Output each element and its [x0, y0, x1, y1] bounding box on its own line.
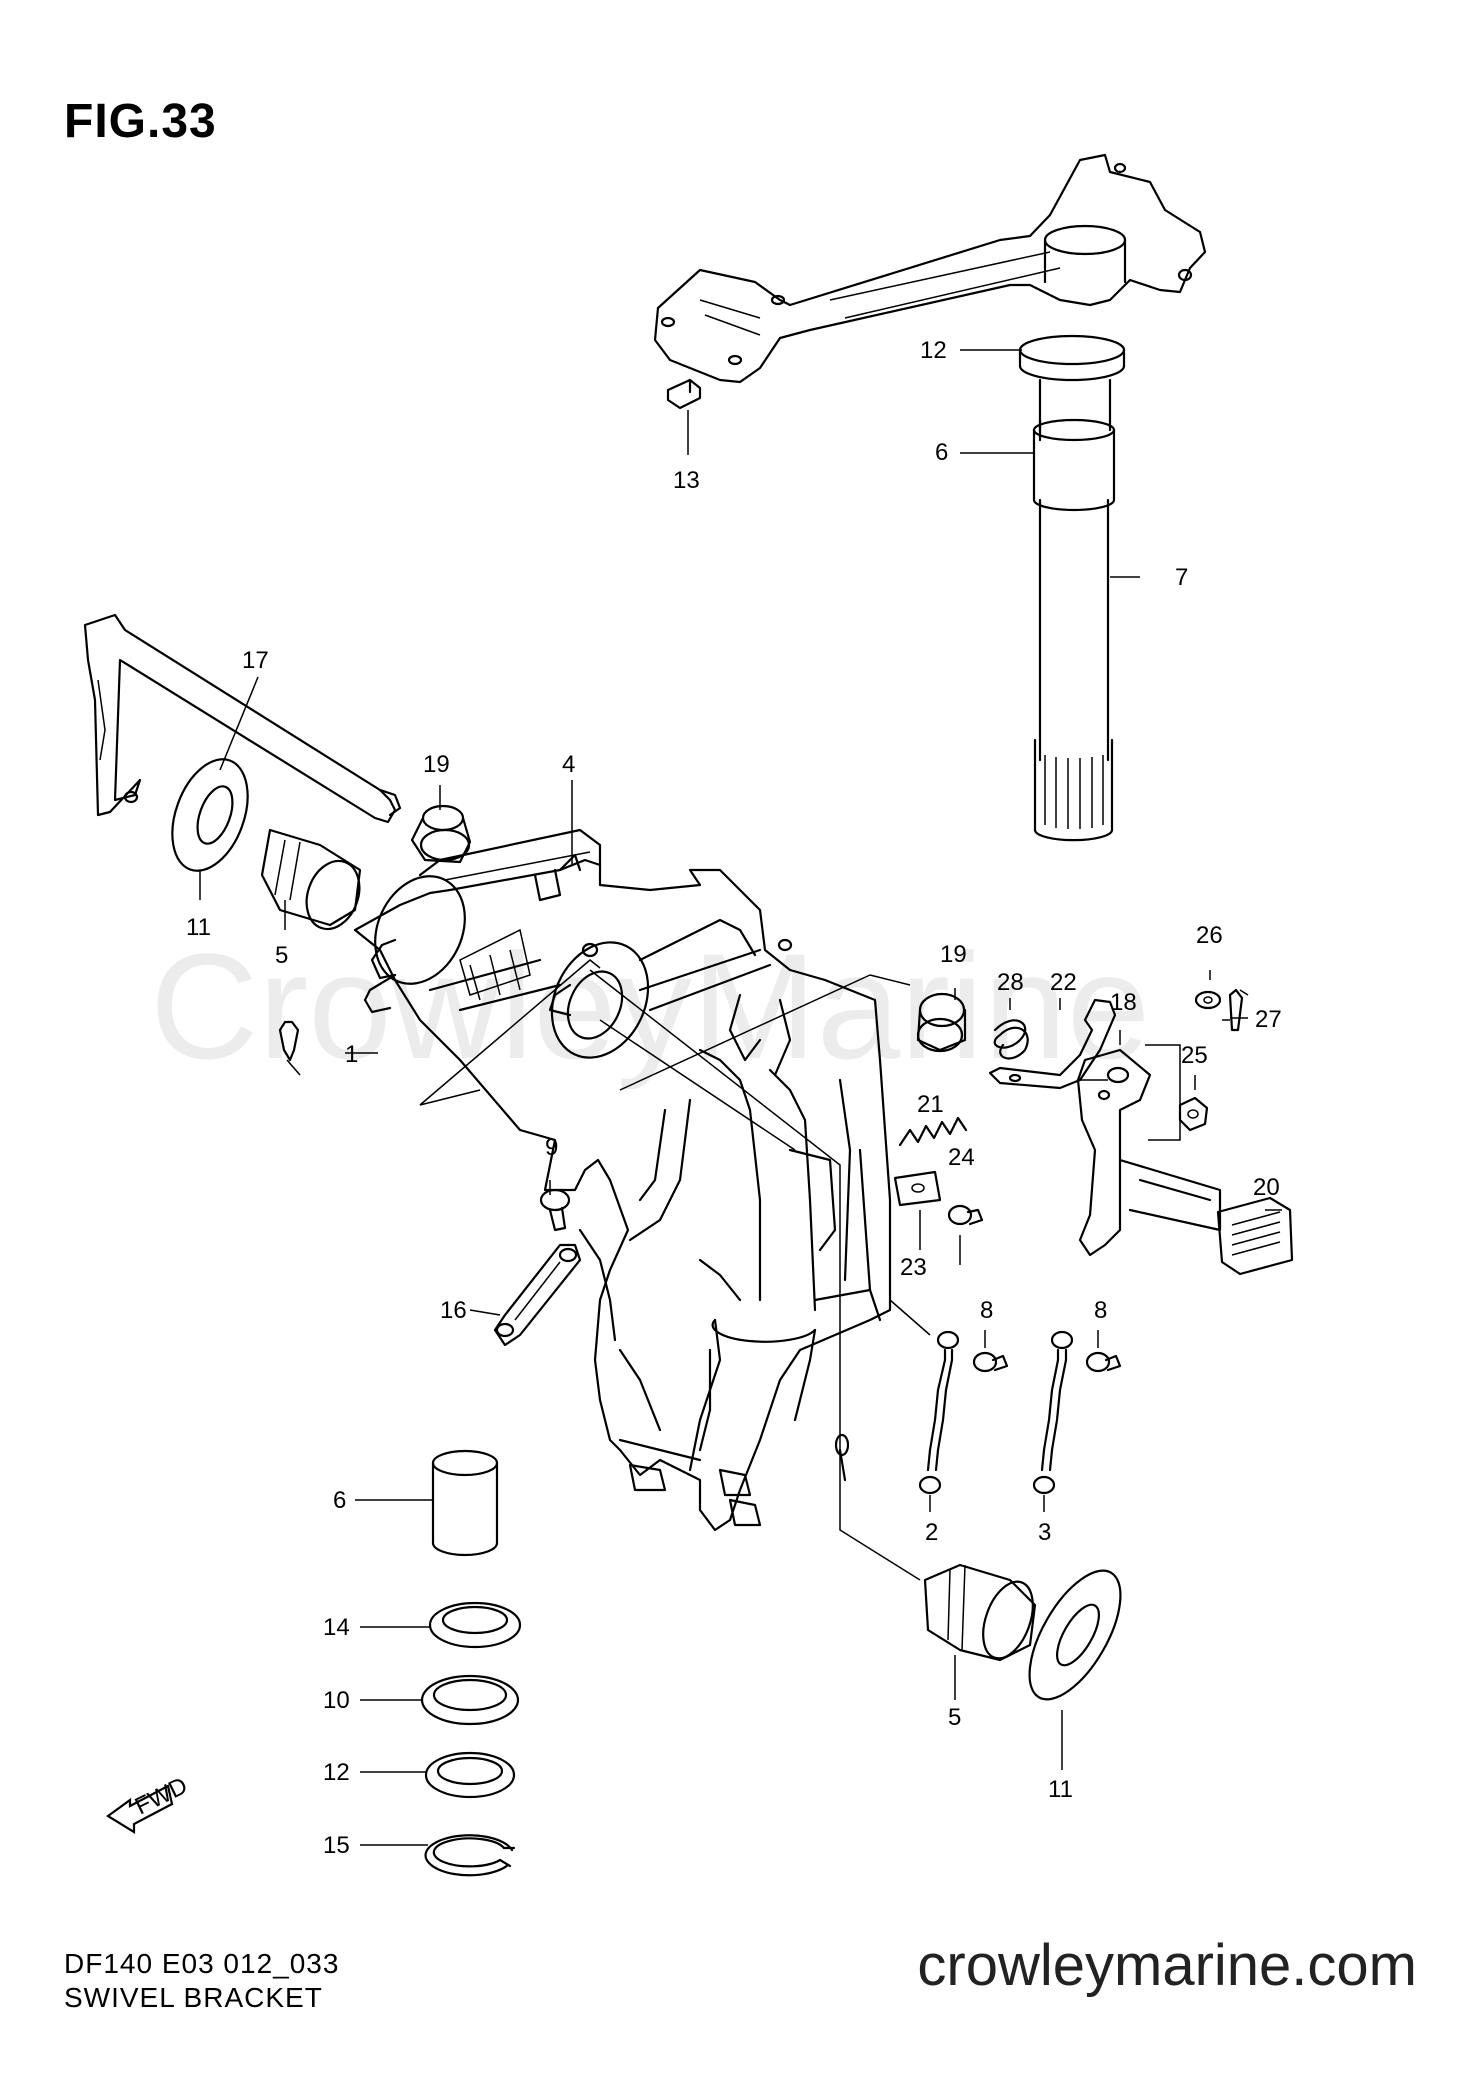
part-8-screw-left[interactable] [972, 1351, 1009, 1373]
callout-2: 2 [925, 1519, 938, 1546]
callout-25: 25 [1181, 1042, 1208, 1069]
fwd-label: FWD [131, 1772, 192, 1820]
part-11-washer-upper[interactable] [158, 749, 262, 881]
part-11-washer-lower[interactable] [1011, 1557, 1138, 1714]
part-12-washer-lower[interactable] [424, 1751, 516, 1799]
diagram-code: DF140 E03 012_033 [64, 1948, 340, 1979]
part-20-grip[interactable] [1216, 1196, 1294, 1276]
callout-21: 21 [917, 1091, 944, 1118]
callout-labels: 12 6 13 7 17 19 4 11 5 1 19 28 22 26 18 … [186, 337, 1282, 1859]
part-1-grease-nipple[interactable] [278, 1020, 300, 1062]
callout-7: 7 [1175, 564, 1188, 591]
part-5-bushing-lower[interactable] [923, 1563, 1042, 1665]
callout-11-upper: 11 [186, 914, 211, 941]
callout-24: 24 [948, 1144, 975, 1171]
callout-19-left: 19 [423, 751, 450, 778]
part-5-bushing-upper[interactable] [260, 828, 368, 936]
callout-10: 10 [323, 1687, 350, 1714]
callout-20: 20 [1253, 1174, 1280, 1201]
callout-26: 26 [1196, 922, 1223, 949]
part-9-bolt[interactable] [539, 1188, 571, 1232]
callout-1: 1 [345, 1041, 358, 1068]
part-2-ground-wire[interactable] [918, 1330, 960, 1495]
callout-19-right: 19 [940, 941, 967, 968]
part-27-cotter-pin[interactable] [1228, 988, 1244, 1032]
part-19-bushing-left[interactable] [410, 804, 472, 864]
callout-15: 15 [323, 1832, 350, 1859]
callout-14: 14 [323, 1614, 350, 1641]
part-17-tilt-lock-rod[interactable] [83, 613, 402, 824]
callout-8-left: 8 [980, 1297, 993, 1324]
watermark: CrowleyMarine [150, 922, 1151, 1090]
callout-16: 16 [440, 1297, 467, 1324]
callout-6-lower: 6 [333, 1487, 346, 1514]
callout-12-upper: 12 [920, 337, 947, 364]
part-14-washer[interactable] [428, 1601, 522, 1649]
callout-8-right: 8 [1094, 1297, 1107, 1324]
callout-11-lower: 11 [1048, 1776, 1073, 1803]
callout-17: 17 [242, 647, 269, 674]
part-10-washer[interactable] [420, 1674, 520, 1726]
part-25-nut[interactable] [1178, 1096, 1209, 1132]
callout-4: 4 [562, 751, 575, 778]
part-3-ground-wire[interactable] [1032, 1330, 1074, 1495]
steering-arm[interactable] [653, 153, 1207, 384]
part-26-washer[interactable] [1194, 990, 1222, 1010]
part-22-clip[interactable] [988, 998, 1117, 1090]
callout-3: 3 [1038, 1519, 1051, 1546]
callout-9: 9 [545, 1134, 558, 1161]
leader-lines [199, 349, 1282, 1846]
part-7-steering-shaft[interactable] [1033, 378, 1114, 842]
callout-5-upper: 5 [275, 942, 288, 969]
figure-label: FIG.33 [64, 95, 217, 148]
part-12-washer-upper[interactable] [1018, 334, 1126, 382]
part-23-clip-plate[interactable] [893, 1170, 942, 1207]
part-18-tilt-lever[interactable] [1076, 1044, 1222, 1257]
part-21-spring[interactable] [898, 1116, 968, 1147]
part-8-screw-right[interactable] [1085, 1351, 1122, 1373]
site-link[interactable]: crowleymarine.com [917, 1933, 1417, 1998]
callout-23: 23 [900, 1254, 927, 1281]
callout-6-upper: 6 [935, 439, 948, 466]
part-19-bushing-right[interactable] [916, 992, 967, 1053]
part-15-circlip[interactable] [424, 1834, 516, 1877]
part-16-link[interactable] [493, 1243, 582, 1347]
part-28-spring[interactable] [993, 1019, 1029, 1060]
callout-5-lower: 5 [948, 1704, 961, 1731]
callout-13: 13 [673, 467, 700, 494]
callout-12-lower: 12 [323, 1759, 350, 1786]
part-24-bolt[interactable] [947, 1204, 984, 1226]
part-6-bushing-lower[interactable] [431, 1449, 499, 1557]
fwd-arrow-icon: FWD [106, 1772, 192, 1834]
diagram-caption: SWIVEL BRACKET [64, 1982, 323, 2013]
callout-27: 27 [1255, 1006, 1282, 1033]
callout-28: 28 [997, 969, 1024, 996]
callout-18: 18 [1110, 989, 1137, 1016]
part-13-plug[interactable] [666, 378, 702, 410]
part-6-bushing-upper[interactable] [1032, 418, 1116, 512]
part-4-swivel-bracket[interactable] [353, 828, 892, 1532]
callout-22: 22 [1050, 969, 1077, 996]
